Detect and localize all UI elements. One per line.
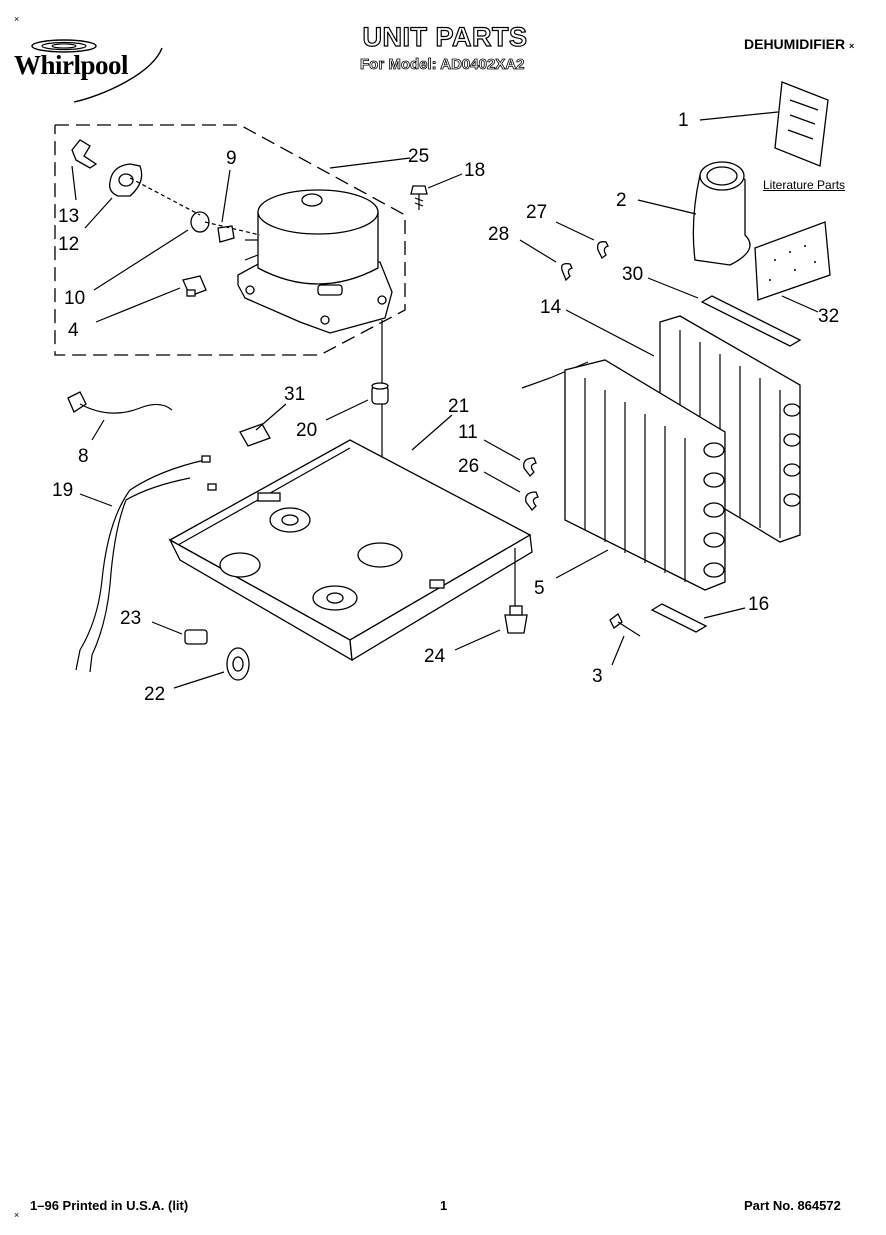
compressor-group-outline [54,124,406,356]
callout-22: 22 [144,684,165,705]
overload-protector-part [190,211,210,233]
callout-13: 13 [58,206,79,227]
callout-1: 1 [678,110,689,131]
callout-30: 30 [622,264,643,285]
grommet-part [371,382,389,405]
power-cord-part [67,391,173,414]
clip-28-part [561,262,573,282]
relay-part [217,225,235,243]
callout-27: 27 [526,202,547,223]
clip-26-part [525,491,539,511]
callout-19: 19 [52,480,73,501]
clip-27-part [597,241,609,259]
condenser-coil-part [564,359,726,591]
callout-18: 18 [464,160,485,181]
callout-20: 20 [296,420,317,441]
screw-part [410,185,428,210]
product-category: DEHUMIDIFIER × [744,36,854,52]
compressor-part [237,189,393,334]
corner-tick-mark: × [14,14,20,24]
callout-5: 5 [534,578,545,599]
retaining-clip-part [71,139,98,169]
whirlpool-logo: Whirlpool [12,34,182,104]
page-number: 1 [440,1198,448,1213]
duct-part [692,161,751,266]
callout-32: 32 [818,306,839,327]
callout-3: 3 [592,666,603,687]
fan-hub-part [226,647,250,681]
category-tick-mark: × [849,41,855,51]
screw-3-part [609,613,641,637]
literature-card-part [774,81,829,167]
wire-clip-part [239,423,271,447]
wiring-harness-part [75,455,217,673]
part-number: Part No. 864572 [744,1198,841,1213]
callout-4: 4 [68,320,79,341]
callout-10: 10 [64,288,85,309]
seal-strip-part [700,295,802,347]
callout-9: 9 [226,148,237,169]
callout-8: 8 [78,446,89,467]
leader-lines [71,111,819,689]
page-title: UNIT PARTS [362,21,528,52]
callout-28: 28 [488,224,509,245]
callout-23: 23 [120,608,141,629]
terminal-cover-part [109,163,143,197]
category-text: DEHUMIDIFIER [744,36,846,52]
seal-strip-16-part [650,603,708,633]
clip-11-part [523,457,537,477]
terminal-cap-part [182,275,207,297]
callout-2: 2 [616,190,627,211]
callout-16: 16 [748,594,769,615]
print-date: 1–96 Printed in U.S.A. (lit) [30,1198,189,1213]
literature-parts-label: Literature Parts [763,178,846,192]
callout-11: 11 [458,422,478,443]
model-subtitle: For Model: AD0402XA2 [360,56,525,74]
callout-24: 24 [424,646,446,667]
callout-26: 26 [458,456,479,477]
callout-31: 31 [284,384,305,405]
base-pan-part [168,439,533,662]
brand-name: Whirlpool [14,50,129,80]
footer-tick-mark: × [14,1210,20,1220]
filter-part [754,221,831,301]
callout-12: 12 [58,234,79,255]
callout-25: 25 [408,146,429,167]
callout-21: 21 [448,396,469,417]
callout-14: 14 [540,297,562,318]
rubber-foot-part [504,605,528,634]
whirlpool-swirl-icon [31,39,163,103]
bushing-part [184,629,208,645]
